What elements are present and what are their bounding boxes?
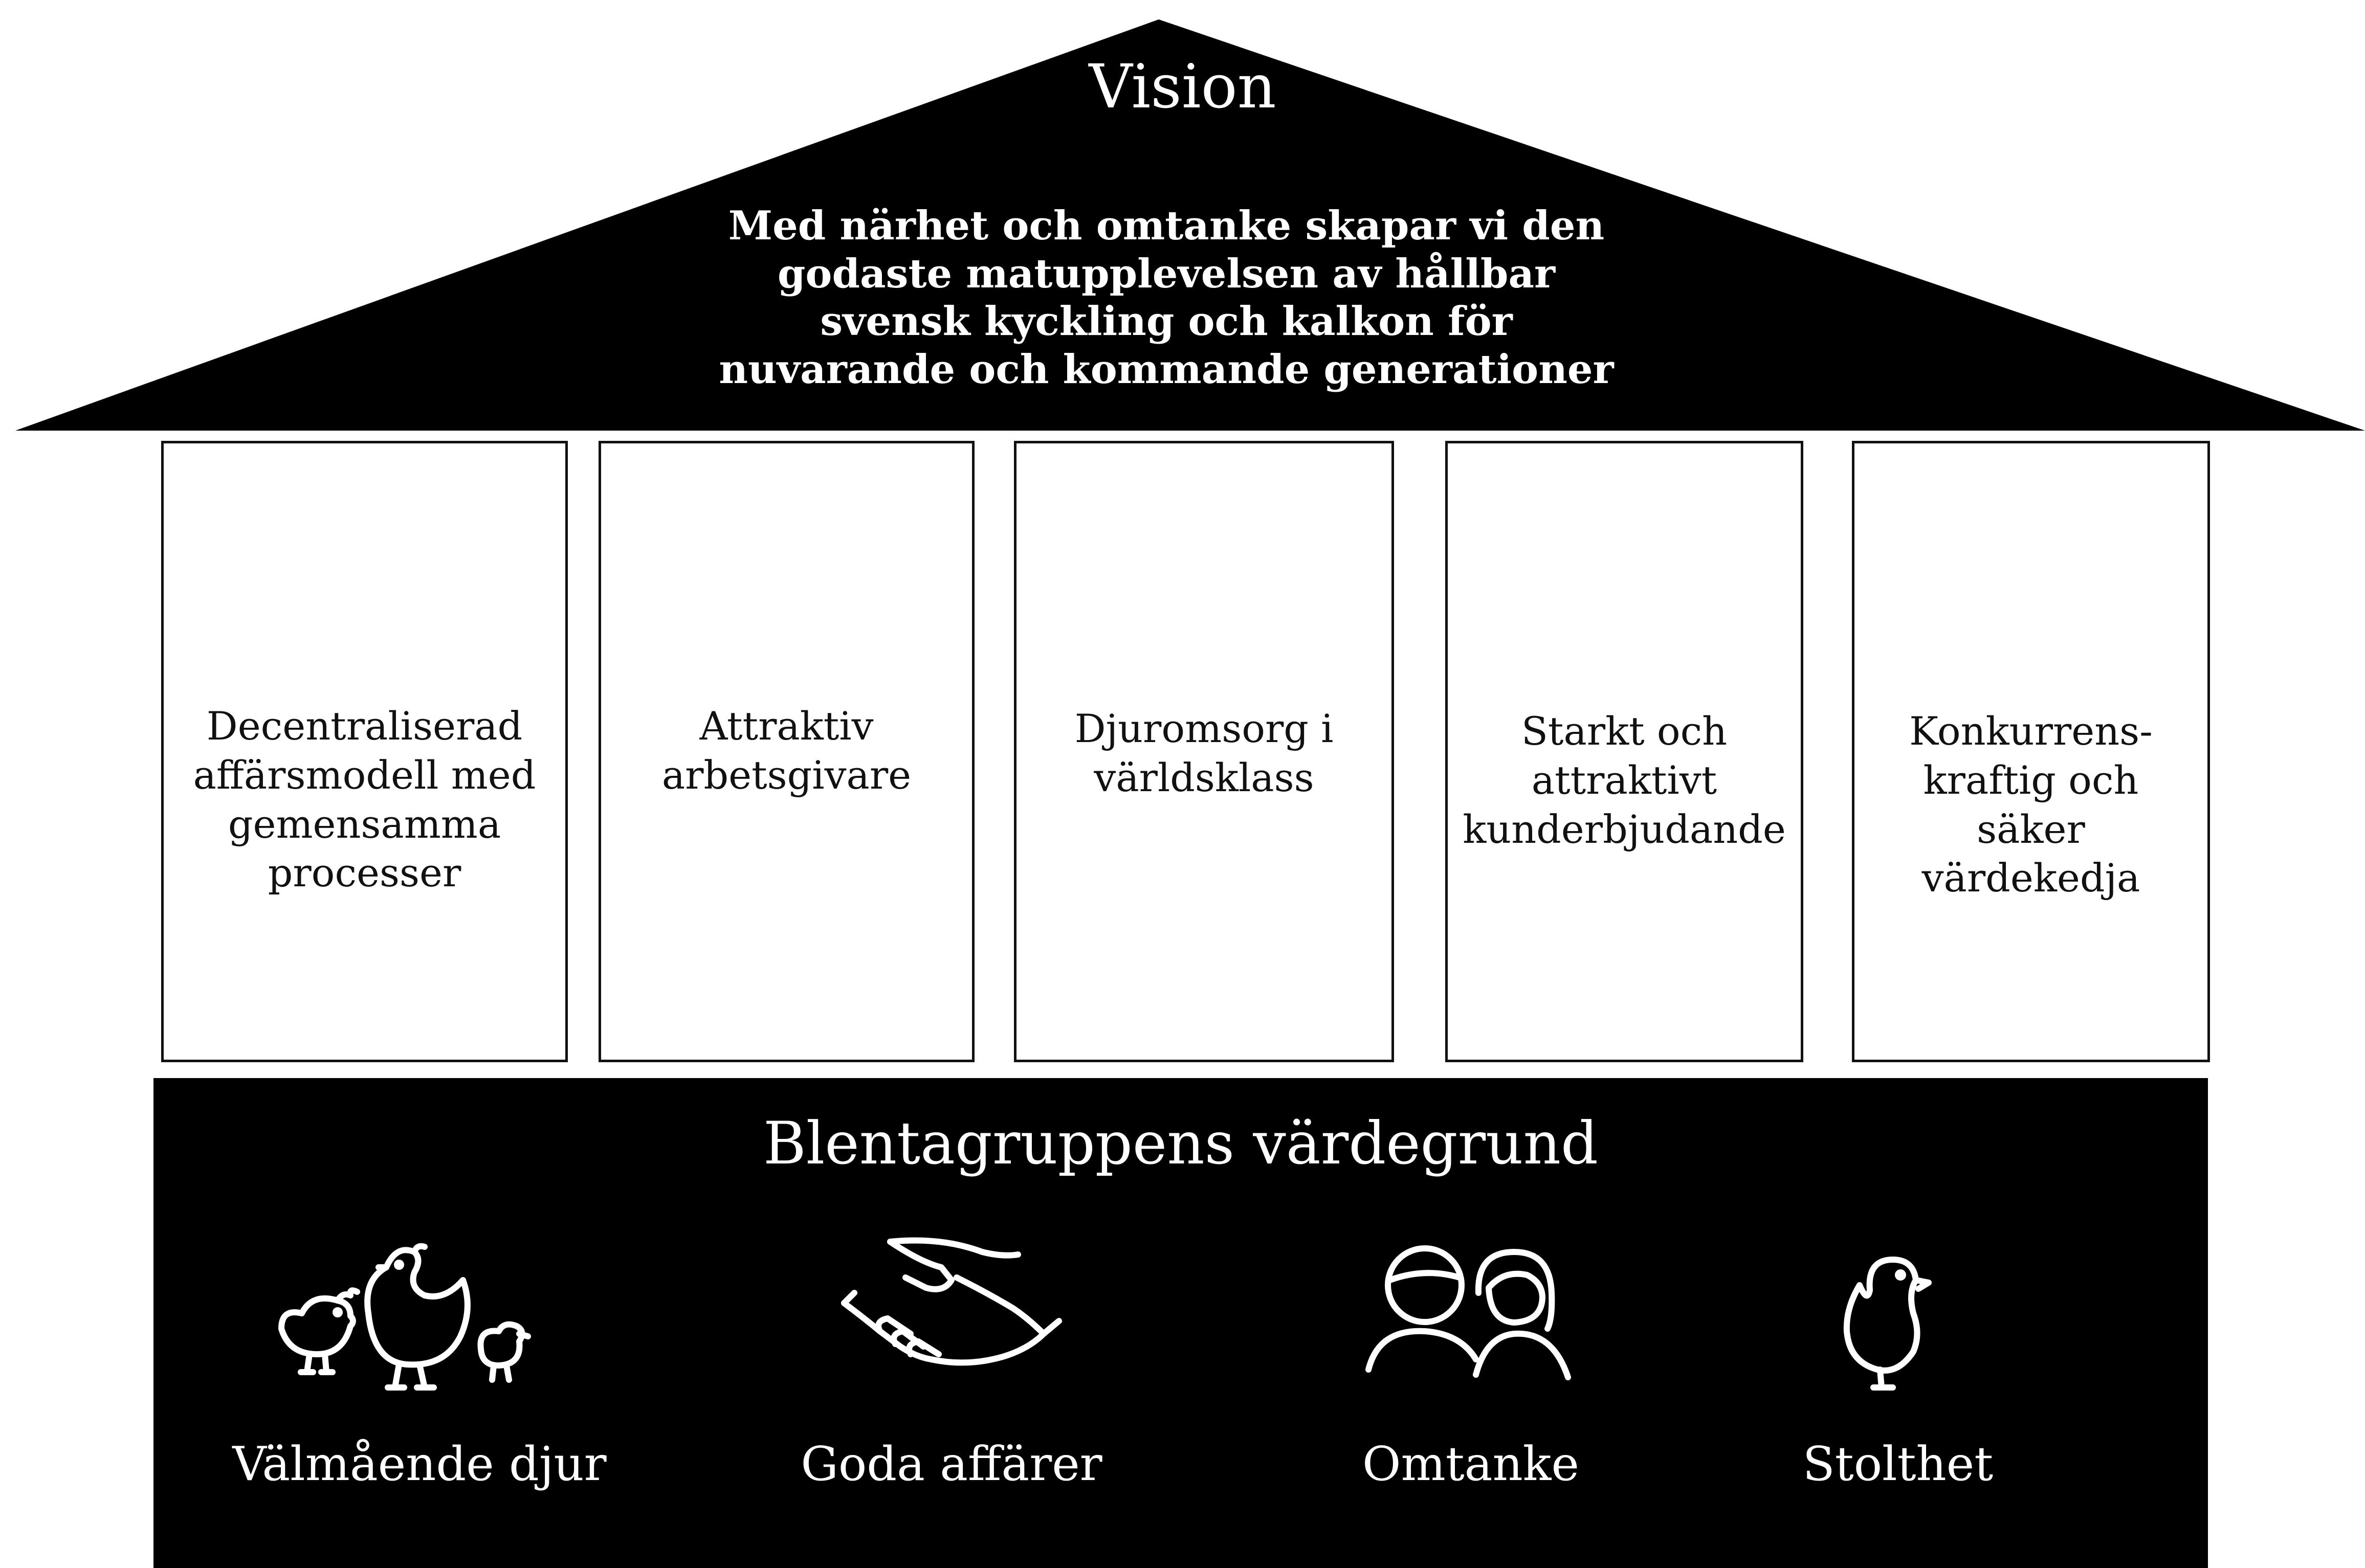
vision-roof [0,0,2365,440]
pillar-attractive-employer: Attraktiv arbetsgivare [599,441,975,1062]
vision-title: Vision [1089,51,1276,122]
value-label: Välmående djur [232,1437,607,1491]
pillar-animal-welfare: Djuromsorg i världsklass [1014,441,1394,1062]
pillar-label: Konkurrens- kraftig och säker värdekedja [1909,708,2153,901]
value-label: Goda affärer [801,1437,1102,1491]
foundation-title: Blentagruppens värdegrund [763,1109,1598,1177]
value-animal-wellbeing: Välmående djur [189,1231,650,1538]
people-icon [1241,1231,1701,1416]
chickens-icon [189,1231,650,1416]
pillar-value-chain: Konkurrens- kraftig och säker värdekedja [1852,441,2210,1062]
handshake-icon [721,1231,1182,1416]
pillar-decentralized-business-model: Decentraliserad affärsmodell med gemensa… [161,441,568,1062]
pillar-customer-offering: Starkt och attraktivt kunderbjudande [1445,441,1803,1062]
values-foundation: Blentagruppens värdegrund Välmåen [153,1078,2208,1568]
roof-shape [15,19,2365,431]
value-pride: Stolthet [1668,1231,2128,1538]
vision-statement: Med närhet och omtanke skapar vi den god… [719,203,1614,393]
value-label: Omtanke [1362,1437,1579,1491]
value-label: Stolthet [1802,1437,1994,1491]
pillar-label: Starkt och attraktivt kunderbjudande [1463,708,1786,852]
pillar-label: Attraktiv arbetsgivare [661,703,912,798]
pillar-label: Decentraliserad affärsmodell med gemensa… [193,703,536,896]
turkey-icon [1668,1231,2128,1416]
value-good-business: Goda affärer [721,1231,1182,1538]
pillar-label: Djuromsorg i världsklass [1074,706,1334,800]
value-care: Omtanke [1241,1231,1701,1538]
